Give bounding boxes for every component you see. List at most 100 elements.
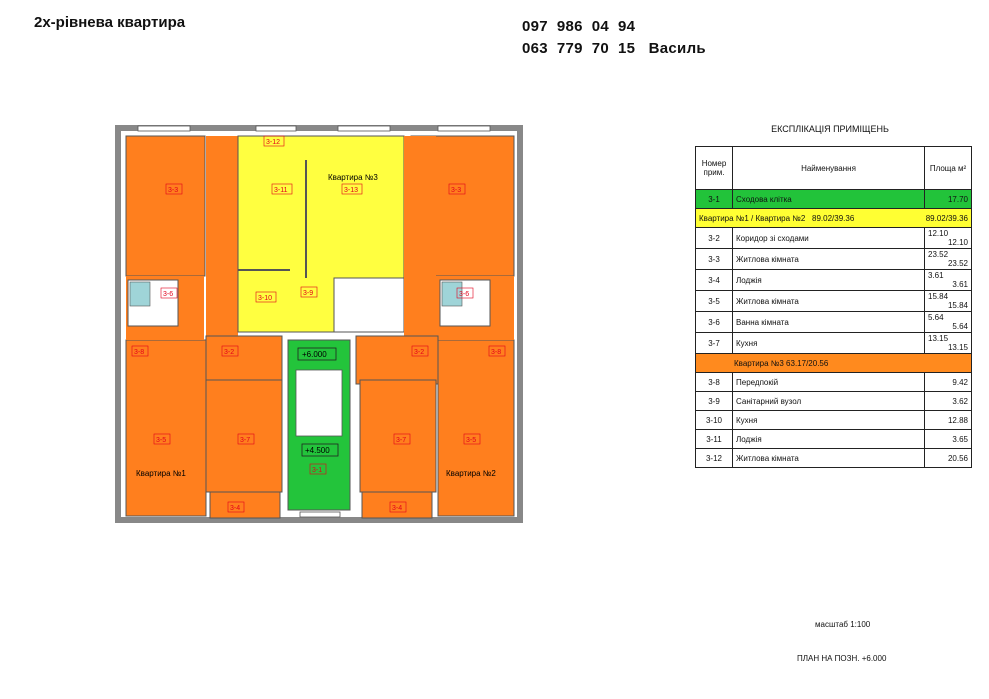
table-header-row: Номер прим. Найменування Площа м²	[695, 146, 972, 190]
cell-num: 3-1	[695, 189, 733, 209]
area-value-1: 15.84	[928, 292, 949, 301]
corridor-right-upper	[404, 136, 436, 344]
cell-name: Санітарний вузол	[732, 391, 925, 411]
cell-num: 3-7	[695, 332, 733, 354]
room-tag: 3-11	[271, 183, 293, 195]
apartment-2-label: Квартира №2	[446, 469, 496, 478]
room-tag-text: 3-6	[459, 291, 469, 298]
room-3-3-left	[125, 135, 206, 277]
room-tag: 3-5	[463, 433, 481, 445]
apt12-header: Квартира №1 / Квартира №2 89.02/39.36 89…	[695, 208, 972, 228]
room-tag-box	[271, 183, 293, 195]
cell-name: Житлова кімната	[732, 448, 925, 468]
room-tag-text: 3-11	[274, 187, 288, 194]
area-value-2: 12.10	[947, 238, 968, 247]
area-value-1: 3.61	[928, 271, 944, 280]
room-tag-box	[393, 433, 411, 445]
plan-name: ПЛАН НА ПОЗН. +6.000	[797, 654, 887, 663]
room-tag: 3-13	[341, 183, 363, 195]
room-tag-box	[255, 291, 277, 303]
room-tag-text: 3-12	[266, 139, 280, 146]
area-value-2: 5.64	[952, 322, 968, 331]
cell-area: 9.42	[924, 372, 972, 392]
room-3-2-right	[355, 335, 439, 385]
table-row-apt12: Квартира №1 / Квартира №2 89.02/39.36 89…	[695, 208, 972, 228]
window	[255, 125, 297, 132]
stair-flight	[295, 369, 343, 437]
room-tag: 3-7	[393, 433, 411, 445]
cell-name: Житлова кімната	[732, 248, 925, 270]
room-tag: 3-2	[411, 345, 429, 357]
scale-label: масштаб 1:100	[815, 620, 871, 629]
window	[437, 125, 491, 132]
apartment-3-label: Квартира №3	[328, 173, 378, 182]
area-value-2: 15.84	[947, 301, 968, 310]
room-tag-text: 3-4	[392, 505, 402, 512]
area-value-1: 12.10	[928, 229, 949, 238]
room-tag-box	[165, 183, 183, 195]
room-tag: 3-7	[237, 433, 255, 445]
room-tag-text: 3-10	[258, 295, 272, 302]
room-tag-text: 3-1	[312, 467, 322, 474]
window	[337, 125, 391, 132]
room-tag: 3-3	[448, 183, 466, 195]
room-tag-text: 3-7	[396, 437, 406, 444]
cell-num: 3-12	[695, 448, 733, 468]
room-tag-box	[237, 433, 255, 445]
room-tag-box	[389, 501, 407, 513]
room-tag-box	[300, 286, 318, 298]
room-tag-text: 3-8	[491, 349, 501, 356]
room-3-4-left	[209, 491, 281, 519]
room-3-4-right	[361, 491, 433, 519]
level-mark-6000: +6.000	[302, 350, 327, 359]
room-tag-box	[463, 433, 481, 445]
room-tag-text: 3-9	[303, 290, 313, 297]
room-tag: 3-8	[131, 345, 149, 357]
table-row-stair: 3-1 Сходова клітка 17.70	[695, 189, 972, 209]
apt12-label: Квартира №1 / Квартира №2	[699, 213, 806, 223]
room-tag-box	[448, 183, 466, 195]
room-tag-box	[221, 345, 239, 357]
level-mark-4500: +4.500	[305, 446, 330, 455]
cell-name: Передпокій	[732, 372, 925, 392]
header-number: Номер прим.	[695, 146, 733, 190]
cell-num: 3-5	[695, 290, 733, 312]
cell-num: 3-3	[695, 248, 733, 270]
room-tag: 3-6	[160, 287, 178, 299]
cell-area: 20.56	[924, 448, 972, 468]
room-tag: 3-4	[389, 501, 407, 513]
table-title: ЕКСПЛІКАЦІЯ ПРИМІЩЕНЬ	[771, 124, 889, 134]
level-mark-box	[297, 347, 337, 361]
cell-area: 3.65	[924, 429, 972, 449]
room-tag: 3-1	[309, 463, 327, 475]
window	[137, 125, 191, 132]
header-name: Найменування	[732, 146, 925, 190]
room-tag-box	[341, 183, 363, 195]
area-value-1: 23.52	[928, 250, 949, 259]
room-tag-box	[131, 345, 149, 357]
phone-number-2: 063 779 70 15 Василь	[522, 40, 706, 57]
cell-name: Лоджія	[732, 269, 925, 291]
room-tag-box	[488, 345, 506, 357]
room-tag-text: 3-5	[466, 437, 476, 444]
corridor-left-upper	[206, 136, 238, 344]
room-3-2-left	[205, 335, 283, 385]
cell-num: 3-10	[695, 410, 733, 430]
phone-number-1: 097 986 04 94	[522, 18, 636, 35]
